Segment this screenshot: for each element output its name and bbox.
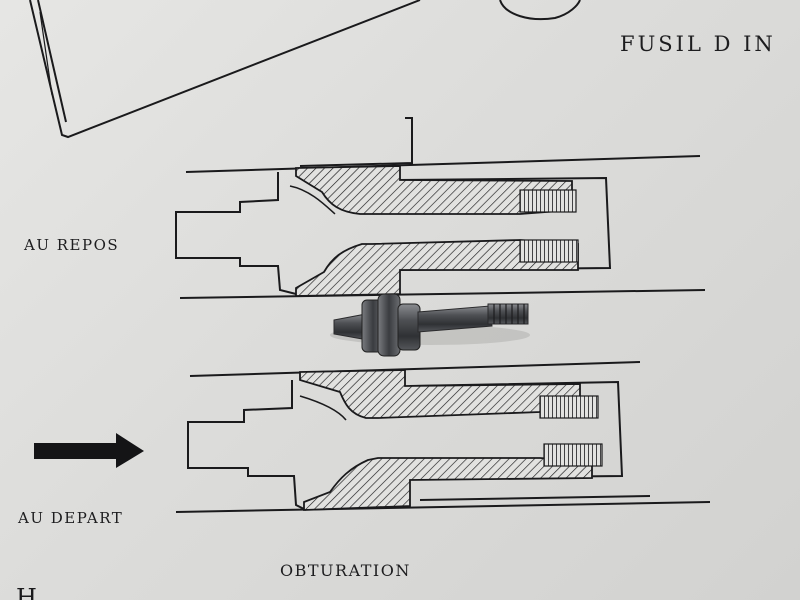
diagram-at-start <box>175 361 711 513</box>
figure-caption: OBTURATION <box>280 561 411 580</box>
rifle-stock-outline <box>29 0 581 139</box>
label-at-rest: AU REPOS <box>24 236 120 254</box>
diagram-at-rest <box>175 117 706 299</box>
figure-title: FUSIL D IN <box>620 32 776 56</box>
arrow-right-icon <box>34 433 144 468</box>
partial-text-fragment: H <box>16 584 37 600</box>
label-at-start: AU DEPART <box>18 509 124 527</box>
firing-pin-part <box>330 293 530 357</box>
